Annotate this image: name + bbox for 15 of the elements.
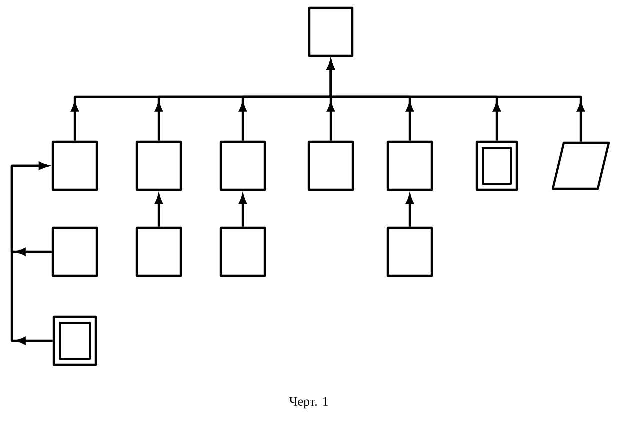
- caption: Черт. 1: [289, 397, 328, 409]
- arrow: [10, 162, 53, 345]
- box: [52, 226, 98, 278]
- box: [52, 140, 98, 192]
- box: [308, 6, 354, 58]
- parallelogram: [552, 142, 610, 190]
- box: [386, 140, 434, 192]
- double-box: [52, 316, 98, 366]
- box: [136, 140, 182, 192]
- box: [386, 226, 434, 278]
- box: [220, 226, 266, 278]
- box: [308, 140, 354, 192]
- box: [220, 140, 266, 192]
- box: [136, 226, 182, 278]
- double-box: [476, 140, 518, 192]
